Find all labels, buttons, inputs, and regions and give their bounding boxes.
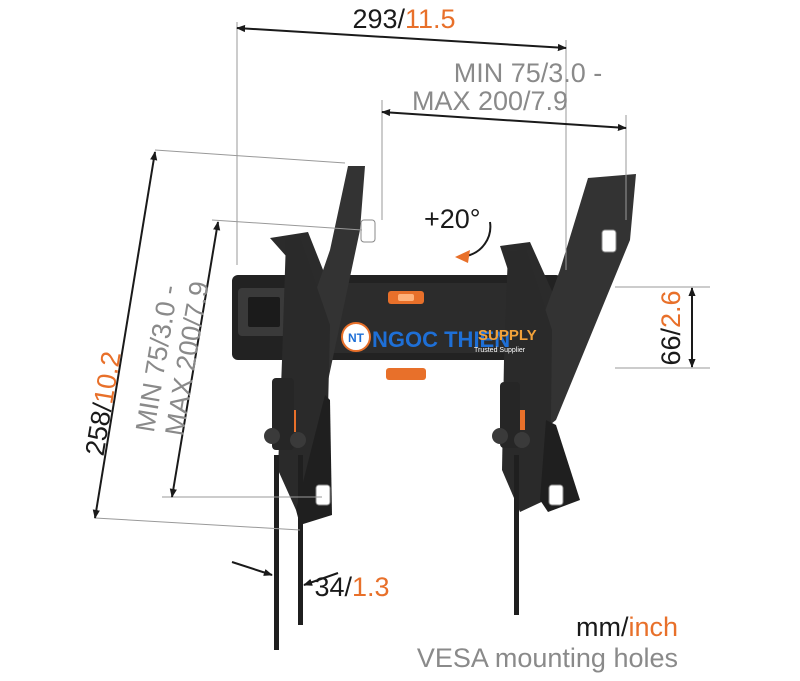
right-vesa-hole-bottom <box>548 484 564 506</box>
tilt-label: +20° <box>424 204 481 234</box>
dimension-vesa-horizontal: MIN 75/3.0 - MAX 200/7.9 <box>381 58 627 220</box>
logo-badge <box>341 322 371 352</box>
vesa-horizontal-line2: MAX 200/7.9 <box>412 86 568 116</box>
logo-tagline: Trusted Supplier <box>474 347 526 354</box>
tilt-indicator: +20° <box>424 204 492 263</box>
dimension-width-label: 293/11.5 <box>352 4 455 34</box>
dimension-height-total: 258/10.2 <box>80 149 346 531</box>
left-vesa-hole-bottom <box>315 484 331 506</box>
dimension-wall-distance: 34/1.3 <box>231 561 390 602</box>
right-bracket-arm <box>492 174 636 615</box>
legend-units: mm/inch <box>576 612 678 643</box>
watermark-logo: NT NGOC THIEN SUPPLY Trusted Supplier <box>341 322 537 354</box>
dimension-height-label: 258/10.2 <box>80 349 127 458</box>
dimension-plate-height-label: 66/2.6 <box>656 290 686 365</box>
vesa-horizontal-line1: MIN 75/3.0 - <box>454 58 603 88</box>
dimension-wall-distance-label: 34/1.3 <box>314 572 389 602</box>
left-bracket-arm <box>264 166 376 650</box>
right-vesa-hole-top <box>601 229 617 253</box>
spirit-level-bottom <box>386 368 426 380</box>
logo-supply: SUPPLY <box>478 327 537 344</box>
dimension-width-total: 293/11.5 <box>236 4 567 270</box>
dimension-plate-height: 66/2.6 <box>615 286 710 369</box>
legend-unit-inch: inch <box>628 612 678 642</box>
logo-badge-text: NT <box>348 331 365 345</box>
logo-name: NGOC THIEN <box>372 327 510 352</box>
legend-unit-mm: mm/ <box>575 612 629 642</box>
wall-bracket <box>232 166 636 650</box>
left-vesa-hole-top <box>360 219 376 243</box>
legend-vesa-note: VESA mounting holes <box>416 643 678 673</box>
